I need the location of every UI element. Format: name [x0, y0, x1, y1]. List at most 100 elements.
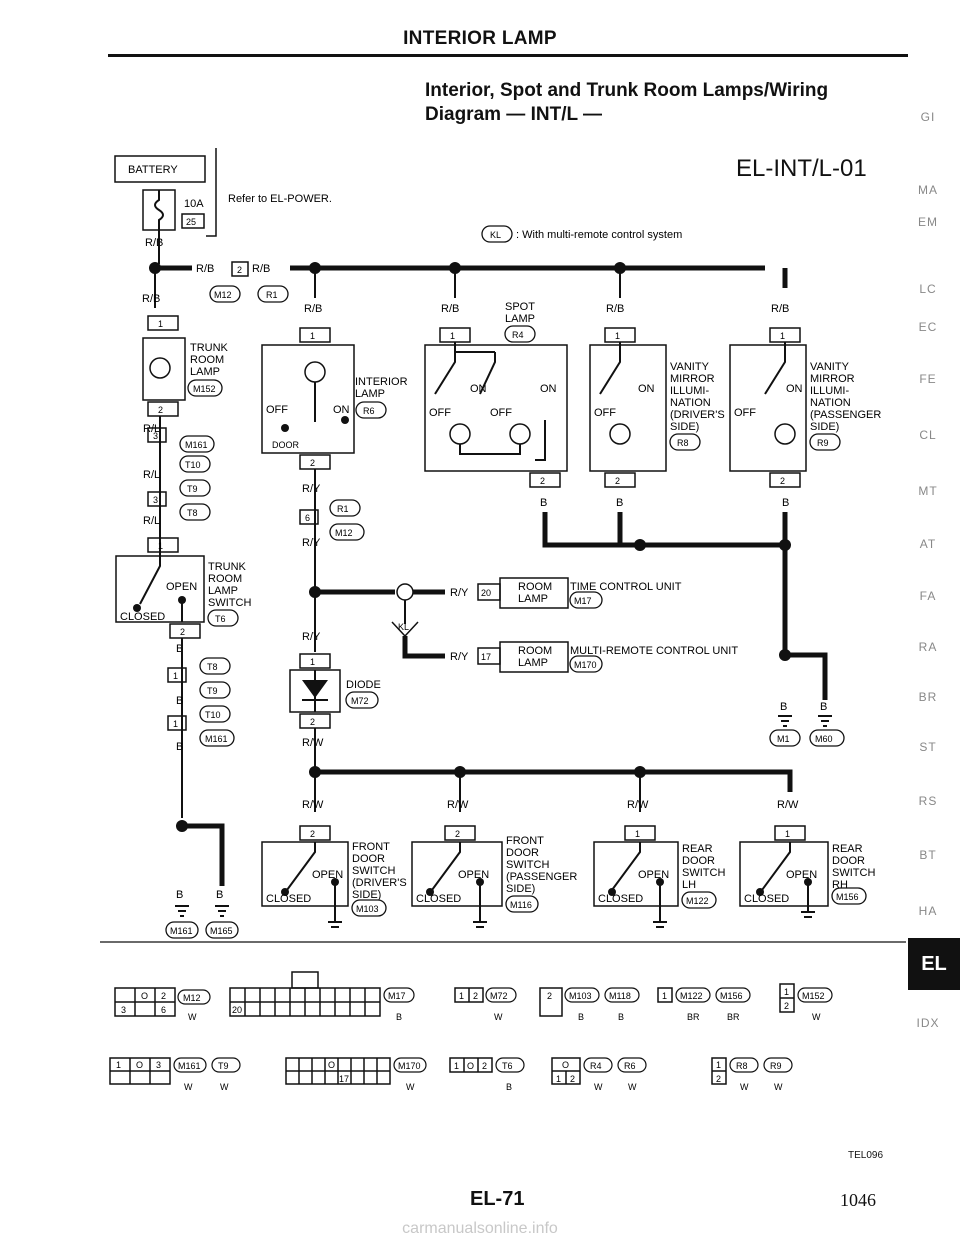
conn-r6-int: R6 — [363, 406, 375, 416]
sidebar-item-fa[interactable]: FA — [919, 589, 937, 603]
wire-rw-fp: R/W — [447, 799, 469, 811]
legend-kl-mark: KL — [490, 230, 501, 240]
svg-text:W: W — [494, 1012, 503, 1022]
connector-view-r8: 1 2 R8 R9 W W — [711, 1057, 793, 1092]
conn-r1-int: R1 — [337, 504, 349, 514]
conn-t9-a: T9 — [187, 484, 198, 494]
connector-view-m12: O 2 3 6 M12 W — [114, 987, 211, 1022]
diagram-code: EL-INT/L-01 — [736, 155, 867, 182]
svg-text:M17: M17 — [388, 991, 406, 1001]
vp-l6: SIDE) — [810, 421, 839, 433]
wire-rb-vanity-d: R/B — [606, 303, 624, 315]
connector-view-m122: 1 M122 M156 BR BR — [657, 987, 751, 1022]
pin-trunksw-2: 2 — [180, 627, 185, 637]
wire-b-vp: B — [782, 497, 789, 509]
svg-text:2: 2 — [784, 1001, 789, 1011]
svg-text:M152: M152 — [802, 991, 825, 1001]
diagram-subtitle-line1: Interior, Spot and Trunk Room Lamps/Wiri… — [425, 80, 829, 101]
rr-l4: RH — [832, 879, 848, 891]
interior-door: DOOR — [272, 440, 300, 450]
vp-l5: (PASSENGER — [810, 409, 881, 421]
svg-text:17: 17 — [339, 1074, 349, 1084]
conn-m60-gnd: M60 — [815, 734, 833, 744]
fp-closed: CLOSED — [416, 893, 461, 905]
sidebar-item-el-active[interactable]: EL — [908, 938, 960, 990]
svg-text:W: W — [594, 1082, 603, 1092]
sidebar-item-ha[interactable]: HA — [918, 904, 938, 918]
sidebar-item-at[interactable]: AT — [919, 537, 937, 551]
conn-m152-trunk: M152 — [193, 384, 216, 394]
svg-text:O: O — [328, 1060, 335, 1070]
door-switches: R/W R/W R/W R/W 2 OPEN CLOSED FRONT DOOR… — [261, 766, 875, 928]
wire-rb-spot: R/B — [441, 303, 459, 315]
svg-text:R6: R6 — [624, 1061, 636, 1071]
sidebar-item-fe[interactable]: FE — [919, 372, 937, 386]
sidebar-item-cl[interactable]: CL — [919, 428, 937, 442]
pin-spot-1: 1 — [450, 331, 455, 341]
svg-text:O: O — [141, 991, 148, 1001]
rr-l2: DOOR — [832, 855, 865, 867]
conn-m122-rl: M122 — [686, 896, 709, 906]
svg-text:R4: R4 — [590, 1061, 602, 1071]
rl-l4: LH — [682, 879, 696, 891]
pin-int-1: 1 — [310, 331, 315, 341]
spot-off-2: OFF — [490, 407, 512, 419]
svg-text:2: 2 — [482, 1061, 487, 1071]
pin-vd-1: 1 — [615, 331, 620, 341]
sidebar-item-br[interactable]: BR — [918, 690, 938, 704]
conn-m103-fd: M103 — [356, 904, 379, 914]
mrcu-room: ROOM — [518, 645, 552, 657]
interior-on: ON — [333, 404, 350, 416]
svg-text:M170: M170 — [398, 1061, 421, 1071]
sidebar-item-mt[interactable]: MT — [918, 484, 938, 498]
conn-r8-vd: R8 — [677, 438, 689, 448]
pin-int-2: 2 — [310, 458, 315, 468]
svg-text:3: 3 — [156, 1060, 161, 1070]
sidebar-item-em[interactable]: EM — [918, 215, 938, 229]
page-label: EL-71 — [470, 1188, 525, 1210]
svg-text:R8: R8 — [736, 1061, 748, 1071]
svg-text:BR: BR — [727, 1012, 740, 1022]
vd-l6: SIDE) — [670, 421, 699, 433]
wire-rb-b: R/B — [252, 263, 270, 275]
svg-text:B: B — [618, 1012, 624, 1022]
conn-m165-gnd: M165 — [210, 926, 233, 936]
wire-b-m60: B — [820, 701, 827, 713]
pin-spot-2: 2 — [540, 476, 545, 486]
conn-m161-a: M161 — [185, 440, 208, 450]
trunk-lamp-l3: LAMP — [190, 366, 220, 378]
sidebar-item-ra[interactable]: RA — [918, 640, 938, 654]
sidebar-item-rs[interactable]: RS — [918, 794, 938, 808]
svg-text:2: 2 — [570, 1074, 575, 1084]
wire-rb-interior: R/B — [304, 303, 322, 315]
spot-on-2: ON — [540, 383, 557, 395]
svg-text:M72: M72 — [490, 991, 508, 1001]
sidebar-item-ma[interactable]: MA — [918, 183, 938, 197]
svg-text:M12: M12 — [183, 993, 201, 1003]
vp-on: ON — [786, 383, 803, 395]
svg-text:O: O — [467, 1061, 474, 1071]
sidebar-item-st[interactable]: ST — [919, 740, 937, 754]
watermark: carmanualsonline.info — [402, 1220, 558, 1237]
connector-view-m152: 1 2 M152 W — [779, 983, 833, 1022]
pin-tcu-20: 20 — [481, 588, 491, 598]
wire-rb-vanity-p: R/B — [771, 303, 789, 315]
sidebar-item-bt[interactable]: BT — [919, 848, 937, 862]
wire-b-1: B — [176, 643, 183, 655]
sidebar-item-ec[interactable]: EC — [918, 320, 938, 334]
tcu-label: TIME CONTROL UNIT — [570, 581, 682, 593]
wire-ry-mrcu: R/Y — [450, 651, 469, 663]
sidebar-item-gi[interactable]: GI — [920, 110, 936, 124]
interior-l2: LAMP — [355, 388, 385, 400]
sidebar-item-lc[interactable]: LC — [919, 282, 937, 296]
fd-l5: SIDE) — [352, 889, 381, 901]
battery-block: BATTERY 10A 25 Refer to EL-POWER. R/B — [114, 148, 332, 249]
connector-view-m170: O 17 M170 W — [285, 1057, 427, 1092]
sidebar-item-idx[interactable]: IDX — [916, 1016, 940, 1030]
svg-text:W: W — [184, 1082, 193, 1092]
svg-text:1: 1 — [662, 991, 667, 1001]
mrcu-label: MULTI-REMOTE CONTROL UNIT — [570, 645, 738, 657]
rl-l1: REAR — [682, 843, 713, 855]
fd-l3: SWITCH — [352, 865, 395, 877]
interior-l1: INTERIOR — [355, 376, 408, 388]
